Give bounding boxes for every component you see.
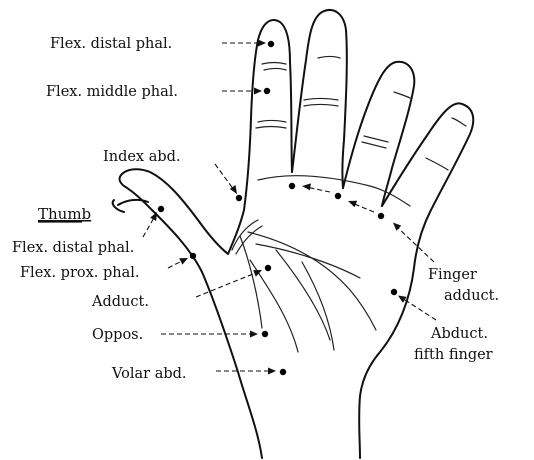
hand-outline [113, 10, 474, 458]
motor-points [158, 41, 397, 375]
label-adduct: Adduct. [91, 294, 149, 310]
label-volar-abd: Volar abd. [111, 366, 187, 382]
dot-adduct [265, 265, 271, 271]
label-finger-adduct-line2: adduct. [444, 288, 499, 304]
dot-thumb-flex-prox [190, 253, 196, 259]
dot-lumbrical-3 [378, 213, 384, 219]
dot-lumbrical-1 [289, 183, 295, 189]
label-thumb-flex-distal-phal: Flex. distal phal. [12, 240, 134, 256]
label-flex-middle-phal: Flex. middle phal. [46, 84, 178, 100]
label-oppos: Oppos. [92, 327, 143, 343]
dot-thumb-flex-distal [158, 206, 164, 212]
dot-oppos [262, 331, 268, 337]
dot-flex-distal-phal [268, 41, 274, 47]
labels: Flex. distal phal. Flex. middle phal. In… [12, 36, 499, 382]
label-flex-distal-phal: Flex. distal phal. [50, 36, 172, 52]
dot-flex-middle-phal [264, 88, 270, 94]
dot-lumbrical-2 [335, 193, 341, 199]
dot-volar-abd [280, 369, 286, 375]
label-abduct-fifth-line2: fifth finger [414, 347, 493, 363]
label-abduct-fifth-line1: Abduct. [430, 326, 488, 342]
label-index-abd: Index abd. [103, 149, 181, 165]
label-finger-adduct-line1: Finger [428, 267, 477, 283]
hand-creases [232, 57, 466, 353]
label-thumb-flex-prox-phal: Flex. prox. phal. [20, 265, 140, 281]
dot-index-abd [236, 195, 242, 201]
label-thumb-heading: Thumb [38, 205, 91, 223]
dot-abduct-fifth [391, 289, 397, 295]
